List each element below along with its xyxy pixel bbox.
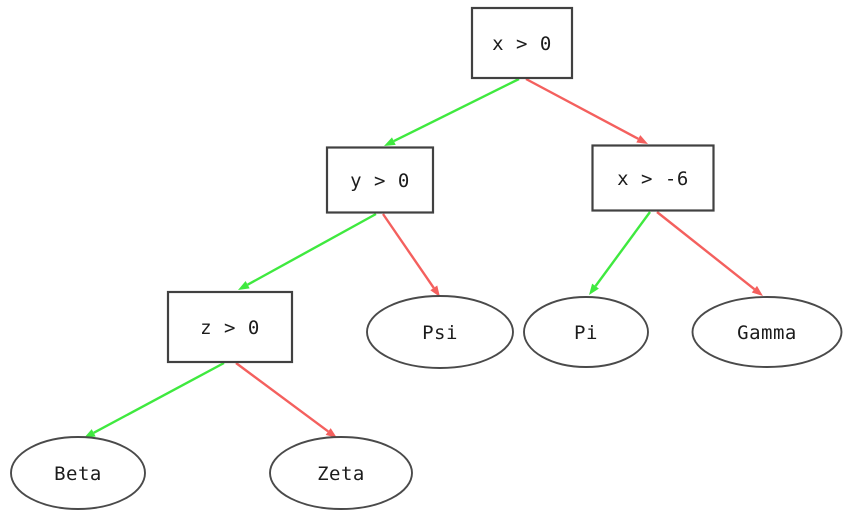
node-rect-shape [591,144,715,212]
node-ygt0[interactable]: y > 0 [325,146,435,214]
edge-xgtm6-to-pi-true [589,211,651,295]
node-ellipse-shape [366,295,514,369]
edge-arrowhead [751,285,763,296]
edge-line [525,77,639,140]
edge-line [93,361,225,434]
node-label: Psi [422,322,458,344]
node-rect-shape [325,146,435,214]
node-ellipse-shape [691,296,843,368]
node-label: Zeta [317,463,365,485]
node-rect-shape [470,6,574,80]
edge-ygt0-to-psi-false [382,213,440,297]
edge-ygt0-to-zgt0-true [238,212,377,290]
edge-zgt0-to-zeta-false [235,362,337,438]
edge-line [656,211,756,291]
node-psi[interactable]: Psi [366,295,514,369]
node-label: Beta [54,463,102,485]
edge-arrowhead [238,281,250,290]
node-ellipse-shape [10,436,146,510]
edge-root-to-xgtm6-false [525,77,648,144]
edge-arrowhead [636,135,648,144]
node-xgtm6[interactable]: x > -6 [591,144,715,212]
edge-zgt0-to-beta-true [84,361,225,438]
edges-layer [84,77,763,438]
edge-xgtm6-to-gamma-false [656,211,763,296]
edge-arrowhead [384,137,396,146]
node-label: Pi [574,322,598,344]
node-gamma[interactable]: Gamma [691,296,843,368]
node-label: x > -6 [617,168,689,190]
node-zgt0[interactable]: z > 0 [166,290,294,364]
edge-line [382,213,435,289]
edge-line [594,211,651,287]
node-rect-shape [166,290,294,364]
node-beta[interactable]: Beta [10,436,146,510]
node-label: y > 0 [350,170,410,192]
node-root[interactable]: x > 0 [470,6,574,80]
node-label: Gamma [737,322,797,344]
node-label: z > 0 [200,317,260,339]
node-ellipse-shape [269,436,413,510]
node-ellipse-shape [523,296,649,368]
edge-arrowhead [430,285,440,297]
node-label: x > 0 [492,33,552,55]
node-zeta[interactable]: Zeta [269,436,413,510]
node-pi[interactable]: Pi [523,296,649,368]
edge-line [393,77,520,143]
edge-root-to-ygt0-true [384,77,520,146]
edge-arrowhead [325,428,337,438]
edge-arrowhead [84,429,96,438]
edge-line [247,212,377,286]
edge-line [235,362,329,433]
edge-arrowhead [589,283,599,295]
